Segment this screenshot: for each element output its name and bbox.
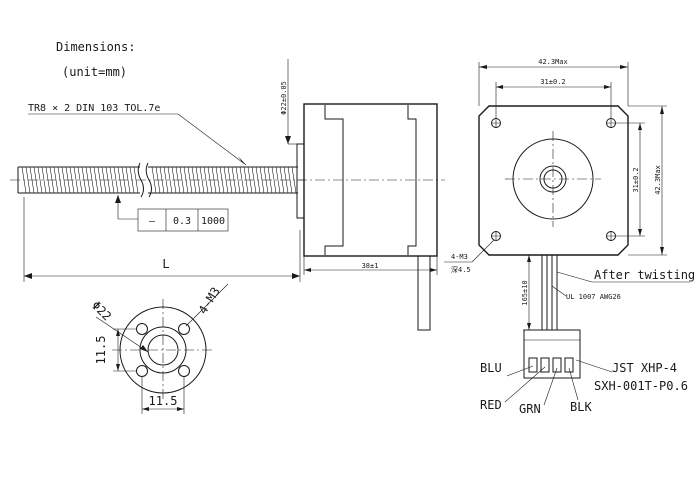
unit-note: (unit=mm)	[62, 65, 127, 79]
dimensions-title: Dimensions:	[56, 40, 135, 54]
tolerance-frame: — 0.3 1000	[115, 195, 229, 232]
wire-spec-label: UL 1007 AWG26	[566, 293, 621, 301]
hole-depth-label: 深4.5	[451, 265, 471, 274]
width-top-dimension: 42.3Max	[478, 58, 629, 106]
mount-holes-callout: 4-M3 深4.5	[444, 239, 495, 274]
after-twisting-label: After twisting	[594, 268, 695, 282]
mount-holes-label: 4-M3	[451, 253, 468, 261]
wire-label-red: RED	[480, 398, 502, 412]
lead-nut	[112, 299, 214, 401]
width-right-dimension: 42.3Max	[628, 105, 667, 256]
nut-hole	[178, 365, 190, 377]
lead-length-dimension: 165±10	[521, 254, 542, 331]
hole-spacing-right-dimension: 31±0.2	[616, 122, 645, 237]
wire-label-blu: BLU	[480, 361, 502, 375]
connector-housing	[523, 329, 581, 379]
nut-height-dimension: 11.5	[94, 328, 137, 372]
nut-hole	[136, 365, 148, 377]
motor-front-view	[478, 105, 629, 256]
terminal-label: SXH-001T-P0.6	[594, 379, 688, 393]
motor-side-view	[296, 103, 445, 331]
wire-color-labels: BLU RED GRN BLK	[480, 361, 592, 416]
flatness-symbol: —	[149, 216, 156, 227]
wire-label-blk: BLK	[570, 400, 592, 414]
connector-label: JST XHP-4	[612, 361, 677, 375]
hole-spacing-top-label: 31±0.2	[540, 78, 565, 86]
nut-height-label: 11.5	[94, 336, 108, 365]
body-length-dimension: 38±1	[303, 256, 438, 275]
nut-holes-label: 4-M3	[196, 285, 223, 317]
tolerance-length: 1000	[201, 216, 225, 227]
nut-width-dimension: 11.5	[141, 376, 185, 414]
width-max-top-label: 42.3Max	[538, 58, 568, 66]
tolerance-value: 0.3	[173, 216, 191, 227]
wire-label-grn: GRN	[519, 402, 541, 416]
hole-spacing-top-dimension: 31±0.2	[495, 78, 612, 118]
nut-hole	[136, 323, 148, 335]
nut-width-label: 11.5	[149, 394, 178, 408]
body-length-label: 38±1	[362, 262, 379, 270]
nut-diameter-label: Φ22	[89, 298, 114, 323]
lead-screw	[10, 162, 305, 198]
thread-spec-label: TR8 × 2 DIN 103 TOL.7e	[28, 103, 160, 114]
lead-length-label: 165±10	[521, 280, 529, 305]
wire-bundle	[541, 255, 558, 330]
boss-diameter-label: Φ22±0.05	[280, 81, 288, 115]
screw-length-dimension: L	[23, 197, 301, 282]
boss-diameter-dimension: Φ22±0.05	[280, 59, 297, 145]
nut-hole	[178, 323, 190, 335]
width-max-right-label: 42.3Max	[654, 165, 662, 195]
screw-length-label: L	[162, 257, 169, 271]
hole-spacing-right-label: 31±0.2	[632, 167, 640, 192]
